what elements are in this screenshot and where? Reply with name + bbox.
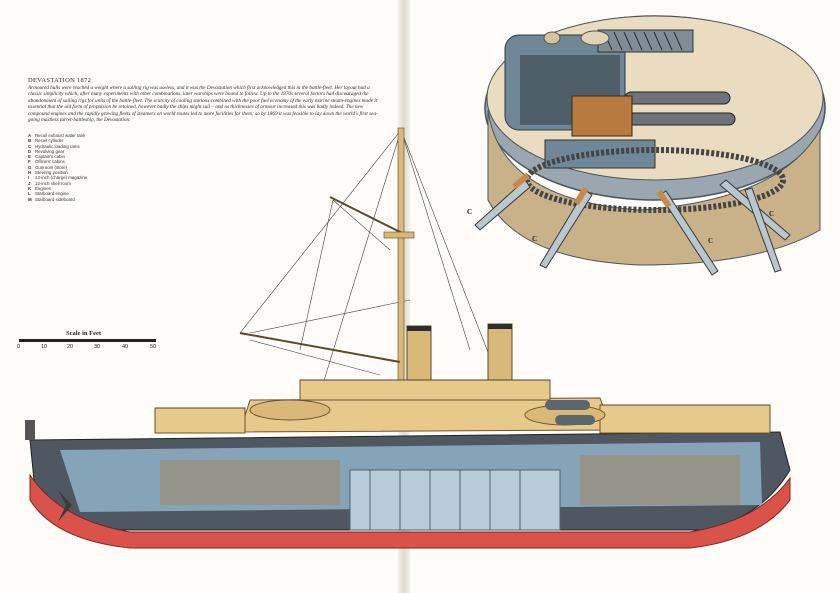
turret-drawing <box>474 15 826 276</box>
scale-line <box>19 339 156 342</box>
turret-callout: C <box>467 208 472 216</box>
scale-tick: 10 <box>41 344 48 350</box>
turret-callout: C <box>769 210 774 218</box>
scale-tick: 20 <box>67 344 74 350</box>
caption-body: Armoured hulls were reached a weight whe… <box>28 85 378 124</box>
scale-tick: 0 <box>17 344 21 350</box>
scale-bar: Scale in Feet 0 10 20 30 40 50 <box>16 330 176 350</box>
turret-callout: C <box>708 237 713 245</box>
scale-tick: 50 <box>150 344 157 350</box>
scale-label: Scale in Feet <box>66 330 102 337</box>
scale-tick: 30 <box>94 344 101 350</box>
turret-callout: C <box>532 235 537 243</box>
scale-tick: 40 <box>122 344 129 350</box>
caption-block: DEVASTATION 1872 Armoured hulls were rea… <box>28 77 378 123</box>
ship-cutaway-illustration <box>25 127 791 549</box>
caption-title: DEVASTATION 1872 <box>28 77 92 84</box>
